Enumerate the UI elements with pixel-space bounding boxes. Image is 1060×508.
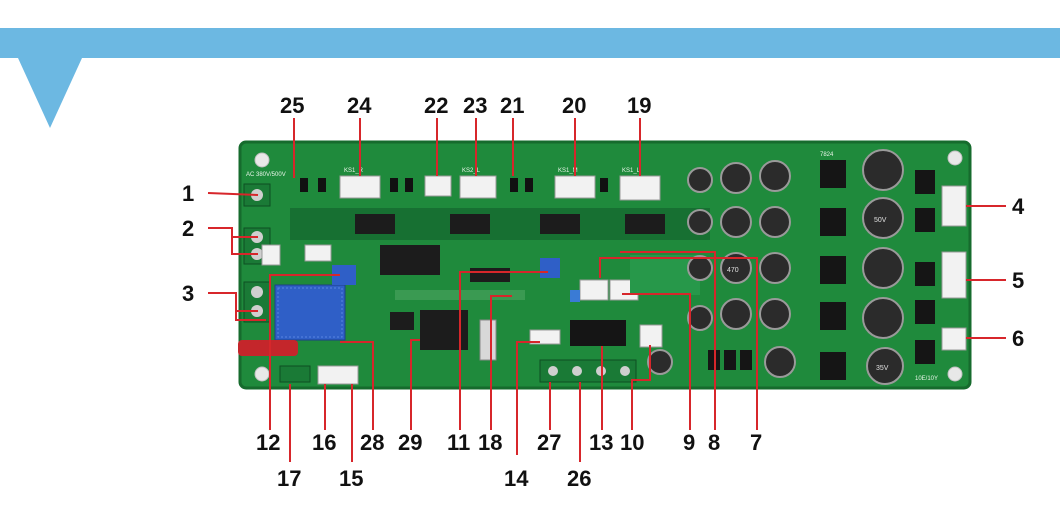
callout-16: 16 — [312, 430, 336, 455]
callout-5: 5 — [1012, 268, 1024, 293]
connector-5 — [941, 251, 967, 299]
callout-12: 12 — [256, 430, 280, 455]
silk-ks1l: KS1_L — [622, 168, 641, 174]
connector-4 — [941, 185, 967, 227]
fuse — [238, 340, 298, 356]
silk-cap-35v: 35V — [876, 365, 889, 372]
callout-labels: 1 2 3 4 5 6 7 8 9 10 11 12 13 14 15 16 1… — [182, 93, 1025, 491]
callout-25: 25 — [280, 93, 304, 118]
connector-24 — [339, 175, 381, 199]
connector-23 — [459, 175, 497, 199]
callout-29: 29 — [398, 430, 422, 455]
connector-22 — [424, 175, 452, 197]
callout-6: 6 — [1012, 326, 1024, 351]
silk-ks2l: KS2_L — [462, 168, 481, 174]
callout-14: 14 — [504, 466, 529, 491]
callout-13: 13 — [589, 430, 613, 455]
callout-8: 8 — [708, 430, 720, 455]
callout-23: 23 — [463, 93, 487, 118]
silk-ks1m: KS1_M — [558, 168, 578, 174]
callout-10: 10 — [620, 430, 644, 455]
pin-header-13 — [570, 320, 626, 346]
callout-15: 15 — [339, 466, 363, 491]
callout-22: 22 — [424, 93, 448, 118]
callout-9: 9 — [683, 430, 695, 455]
callout-3: 3 — [182, 281, 194, 306]
connector-20 — [554, 175, 596, 199]
callout-27: 27 — [537, 430, 561, 455]
leader-lines — [207, 118, 1006, 462]
capacitor-bank — [647, 149, 904, 385]
callout-24: 24 — [347, 93, 372, 118]
callout-1: 1 — [182, 181, 194, 206]
callout-28: 28 — [360, 430, 384, 455]
banner-pointer — [18, 58, 82, 128]
callout-17: 17 — [277, 466, 301, 491]
callout-4: 4 — [1012, 194, 1025, 219]
callout-11: 11 — [447, 430, 470, 455]
connector-19 — [619, 175, 661, 201]
callout-19: 19 — [627, 93, 651, 118]
relay-12 — [274, 284, 346, 341]
callout-26: 26 — [567, 466, 591, 491]
silk-bottom: 10E/10Y — [915, 376, 938, 382]
silk-cap-470: 470 — [727, 267, 739, 274]
callout-20: 20 — [562, 93, 586, 118]
callout-18: 18 — [478, 430, 502, 455]
header-banner — [0, 28, 1060, 58]
silk-regulator: 7824 — [820, 152, 834, 158]
silk-ks1r: KS1_R — [344, 168, 364, 174]
callout-21: 21 — [500, 93, 524, 118]
silk-cap-50v: 50V — [874, 217, 887, 224]
connector-6 — [941, 327, 967, 351]
callout-2: 2 — [182, 216, 194, 241]
silk-power-label: AC 380V/500V — [246, 172, 286, 178]
callout-7: 7 — [750, 430, 762, 455]
